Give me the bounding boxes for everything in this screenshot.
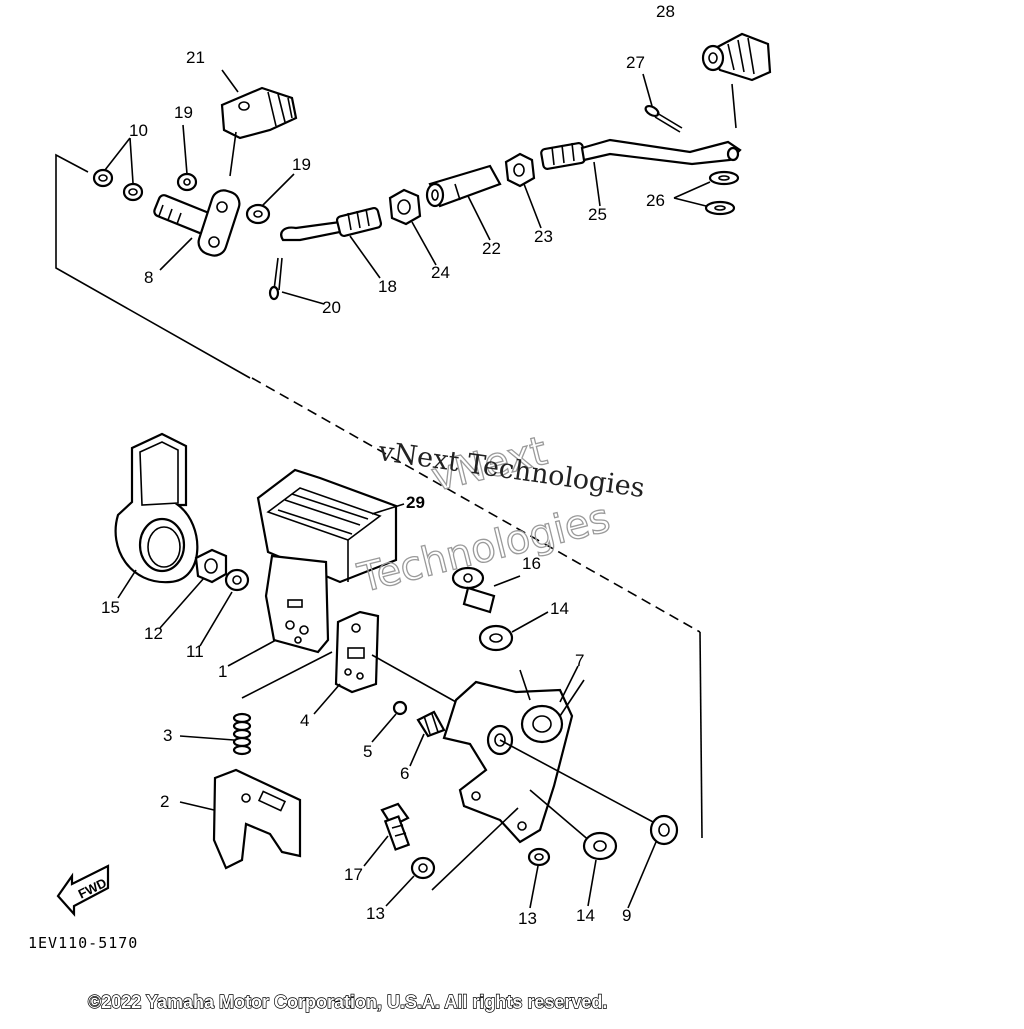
part-13b-washer	[527, 847, 551, 867]
callout-1: 1	[218, 662, 227, 681]
diagram-code: 1EV110-5170	[28, 934, 138, 952]
part-2-bracket	[212, 768, 302, 870]
callout-4: 4	[300, 711, 309, 730]
part-12-nut	[194, 548, 228, 584]
part-23-nut	[504, 152, 536, 188]
callout-14b: 14	[576, 906, 595, 925]
part-13a-washer	[410, 856, 436, 880]
callout-13a: 13	[366, 904, 385, 923]
leader-lines	[104, 69, 737, 909]
part-5-ball	[392, 700, 408, 716]
callout-27: 27	[626, 53, 645, 72]
callout-12: 12	[144, 624, 163, 643]
part-24-nut	[388, 188, 422, 226]
part-8-shift-shaft	[153, 189, 241, 257]
part-26a-washer	[708, 170, 740, 186]
callout-14a: 14	[550, 599, 569, 618]
part-3-spring	[232, 651, 333, 756]
part-11-washer	[224, 568, 250, 592]
callout-17: 17	[344, 865, 363, 884]
callout-11: 11	[186, 642, 204, 661]
part-22-sleeve	[425, 164, 502, 208]
part-14a-washer	[478, 624, 514, 652]
part-19a-washer	[176, 172, 198, 192]
callout-25: 25	[588, 205, 607, 224]
callout-13b: 13	[518, 909, 537, 928]
part-21-boot	[220, 86, 298, 140]
callout-21: 21	[186, 48, 205, 67]
part-19b-washer	[245, 203, 271, 225]
part-28-boot	[701, 32, 772, 82]
callout-23: 23	[534, 227, 553, 246]
callout-24: 24	[431, 263, 450, 282]
part-16-screw	[451, 566, 496, 614]
part-14b-washer	[582, 831, 618, 861]
callout-2: 2	[160, 792, 169, 811]
callout-8: 8	[144, 268, 153, 287]
callout-16: 16	[522, 554, 541, 573]
part-20-pin	[268, 257, 283, 301]
callout-5: 5	[363, 742, 372, 761]
upper-linkage	[92, 32, 772, 301]
callout-6: 6	[400, 764, 409, 783]
callout-labels: 10 19 21 19 8 20 18 24 22 23 25 26 27 28…	[101, 2, 675, 928]
lower-assembly	[114, 432, 679, 891]
part-10-washers	[92, 168, 144, 202]
callout-15: 15	[101, 598, 120, 617]
callout-3: 3	[163, 726, 172, 745]
callout-19b: 19	[292, 155, 311, 174]
callout-28: 28	[656, 2, 675, 21]
fwd-arrow-icon: FWD	[56, 864, 110, 917]
part-6-spring	[416, 710, 446, 738]
part-27-pin	[644, 104, 683, 133]
assembly-frame	[55, 153, 703, 839]
callout-9: 9	[622, 906, 631, 925]
callout-10: 10	[129, 121, 148, 140]
part-26b-washer	[704, 200, 736, 216]
callout-7: 7	[575, 651, 584, 670]
callout-20: 20	[322, 298, 341, 317]
part-1-lever	[264, 554, 330, 654]
copyright-notice: ©2022 Yamaha Motor Corporation, U.S.A. A…	[88, 992, 607, 1012]
part-15-handle	[114, 432, 199, 584]
part-9-seal	[649, 814, 679, 846]
part-17-bolt	[380, 802, 411, 851]
part-4-plate	[334, 610, 457, 703]
callout-19a: 19	[174, 103, 193, 122]
callout-18: 18	[378, 277, 397, 296]
part-18-rod	[280, 206, 383, 242]
callout-29: 29	[406, 493, 425, 512]
callout-22: 22	[482, 239, 501, 258]
part-7-housing	[442, 669, 669, 849]
part-25-rod	[540, 138, 742, 170]
callout-26: 26	[646, 191, 665, 210]
